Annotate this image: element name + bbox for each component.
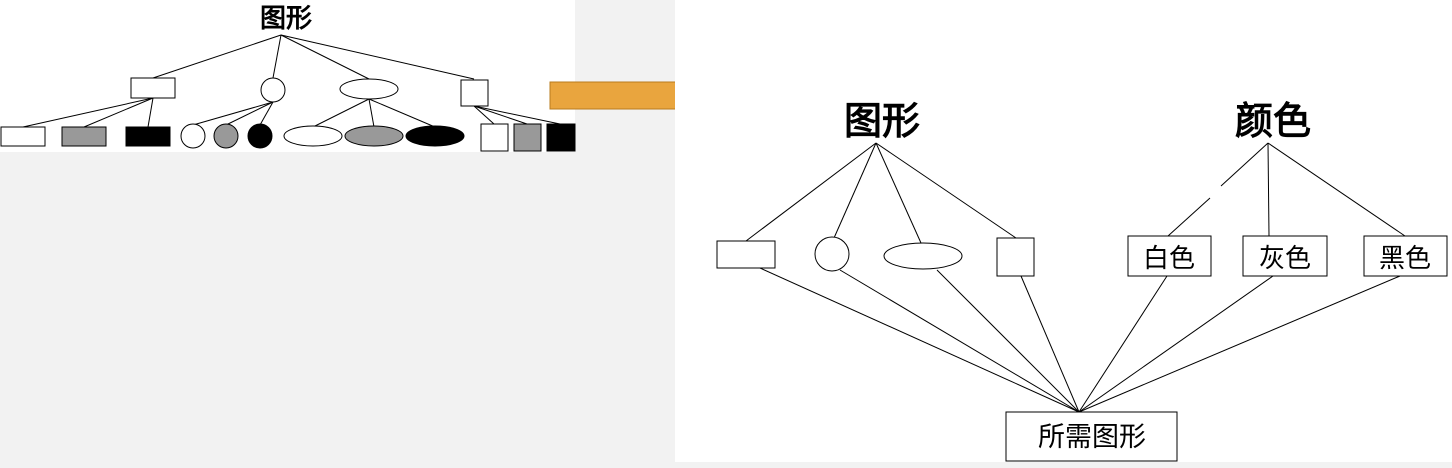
white-ellipse [283,125,343,147]
color-label-gray: 灰色 [1259,244,1311,274]
right-combination-diagram: 白色 灰色 黑色 所需图形 图形 颜色 [675,0,1452,462]
gray-circle [213,123,239,149]
color-label-white: 白色 [1143,244,1195,274]
color-node-gray: 灰色 [1242,235,1328,277]
white-circle [180,123,206,149]
left-ellipse-node [339,78,399,100]
result-label: 所需图形 [1038,422,1146,453]
left-square-node [460,79,489,107]
left-root-label: 图形 [260,4,312,34]
black-circle [247,123,273,149]
color-root-connectors [1167,142,1406,237]
result-connectors [759,267,1401,413]
black-square [546,123,576,152]
left-rectangle-node [130,77,176,99]
white-rectangle [0,126,46,147]
left-circle-node [260,77,286,103]
left-root-connectors [152,34,475,80]
black-rectangle [125,126,171,147]
shape-root-label: 图形 [844,99,920,143]
square-node [996,237,1035,277]
right-panel-background [675,0,1452,462]
color-root-label: 颜色 [1235,99,1311,143]
ellipse-node [883,242,963,270]
rectangle-node [716,240,776,269]
gray-square [513,123,542,152]
left-child-connectors [22,97,561,128]
color-node-black: 黑色 [1363,235,1448,277]
black-ellipse [405,125,465,147]
color-node-white: 白色 [1127,235,1212,277]
result-node: 所需图形 [1005,411,1178,462]
shape-root-connectors [745,142,1017,244]
white-square [480,123,509,152]
gray-rectangle [61,126,107,147]
gray-ellipse [344,125,404,147]
color-label-black: 黑色 [1379,244,1431,274]
circle-node [814,236,850,272]
left-shape-hierarchy: 图形 [0,0,576,152]
